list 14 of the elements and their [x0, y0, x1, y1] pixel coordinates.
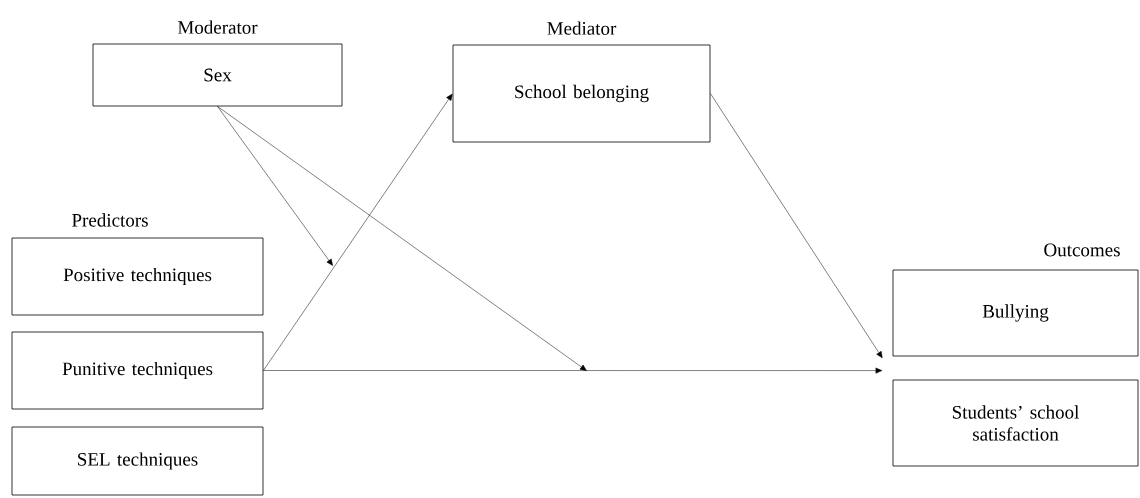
variable-box: Sex [92, 43, 343, 107]
box-heading: Mediator [547, 21, 617, 35]
variable-box: Students’ school satisfaction [892, 379, 1139, 467]
arrow [217, 106, 333, 266]
variable-box: School belonging [452, 44, 711, 143]
variable-box: Bullying [892, 269, 1139, 357]
arrow [263, 367, 883, 374]
arrow [710, 93, 883, 359]
variable-box: Punitive techniques [11, 331, 264, 410]
variable-box: Positive techniques [11, 237, 264, 316]
arrow [263, 93, 453, 371]
variable-box: SEL techniques [11, 426, 264, 496]
box-heading: Moderator [177, 20, 258, 34]
arrow [217, 106, 587, 371]
